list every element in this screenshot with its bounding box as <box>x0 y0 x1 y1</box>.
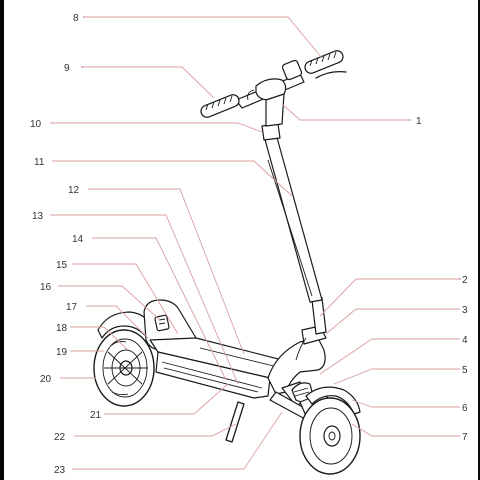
stem <box>261 123 323 303</box>
front-wheel <box>299 397 361 475</box>
callout-1: 1 <box>416 116 422 127</box>
left-border <box>0 0 4 480</box>
handlebar <box>235 59 305 127</box>
callout-5: 5 <box>462 365 468 376</box>
rear-wheel <box>93 329 155 407</box>
callout-21: 21 <box>90 410 102 421</box>
callout-16: 16 <box>40 282 52 293</box>
callout-7: 7 <box>462 432 468 443</box>
callout-23: 23 <box>54 465 66 476</box>
scooter-illustration <box>93 50 361 475</box>
callout-17: 17 <box>66 302 78 313</box>
callout-20: 20 <box>40 374 52 385</box>
leader-lines <box>50 16 461 470</box>
callout-labels: 8 9 10 11 12 13 14 15 16 17 18 19 20 21 … <box>30 13 468 476</box>
callout-8: 8 <box>73 13 79 24</box>
callout-19: 19 <box>56 347 68 358</box>
callout-15: 15 <box>56 260 68 271</box>
callout-18: 18 <box>56 323 68 334</box>
callout-6: 6 <box>462 403 468 414</box>
right-border <box>478 0 480 480</box>
callout-9: 9 <box>64 63 70 74</box>
callout-12: 12 <box>68 185 80 196</box>
folding-neck <box>267 297 327 395</box>
kickstand <box>225 401 245 443</box>
callout-11: 11 <box>34 157 45 168</box>
deck <box>149 337 291 399</box>
callout-3: 3 <box>462 305 468 316</box>
brake-lever <box>315 70 347 79</box>
callout-2: 2 <box>462 275 468 286</box>
callout-22: 22 <box>54 432 66 443</box>
callout-14: 14 <box>72 234 84 245</box>
right-grip <box>304 50 344 74</box>
callout-4: 4 <box>462 335 468 346</box>
callout-10: 10 <box>30 119 42 130</box>
left-grip <box>200 94 240 118</box>
callout-13: 13 <box>32 211 44 222</box>
